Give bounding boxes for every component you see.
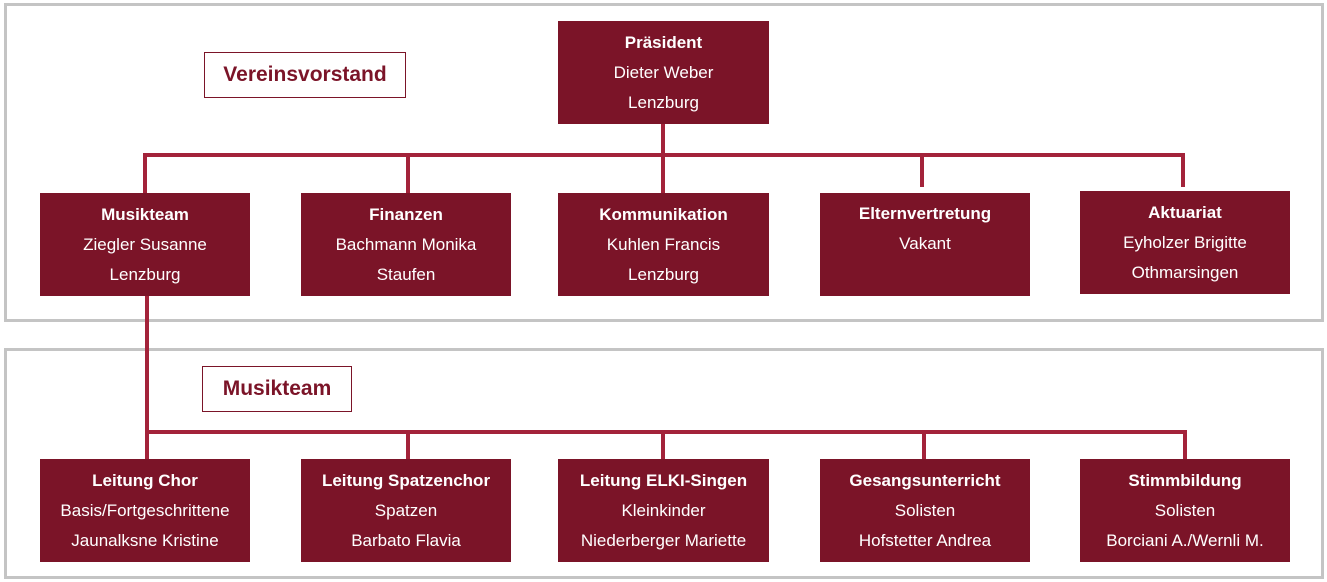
box-title: Musikteam (101, 204, 189, 224)
box-line: Ziegler Susanne (83, 234, 207, 254)
box-line: Vakant (899, 234, 951, 253)
connector-team-drop-2 (406, 430, 410, 459)
label-musikteam: Musikteam (202, 366, 352, 412)
box-line: Solisten (1154, 500, 1216, 520)
box-board-aktuariat: Aktuariat Eyholzer Brigitte Othmarsingen (1080, 191, 1290, 294)
box-line: Kuhlen Francis (606, 234, 721, 254)
box-board-musikteam: Musikteam Ziegler Susanne Lenzburg (40, 193, 250, 296)
connector-president-down (661, 123, 665, 193)
connector-team-drop-5 (1183, 430, 1187, 459)
connector-musikteam-down (145, 296, 149, 459)
box-team-leitung-chor: Leitung Chor Basis/Fortgeschrittene Jaun… (40, 459, 250, 562)
box-line: Jaunalksne Kristine (71, 530, 219, 550)
connector-board-drop-2 (406, 153, 410, 193)
box-title: Stimmbildung (1128, 470, 1242, 490)
box-line: Lenzburg (628, 264, 699, 284)
box-team-leitung-spatzenchor: Leitung Spatzenchor Spatzen Barbato Flav… (301, 459, 511, 562)
box-title: Leitung Spatzenchor (321, 470, 491, 490)
box-title: Aktuariat (1148, 202, 1222, 222)
box-line: Niederberger Mariette (580, 530, 747, 550)
box-line: Eyholzer Brigitte (1123, 232, 1247, 252)
box-title: Gesangsunterricht (849, 470, 1001, 490)
box-line: Barbato Flavia (351, 530, 461, 550)
box-board-finanzen: Finanzen Bachmann Monika Staufen (301, 193, 511, 296)
connector-team-drop-4 (922, 430, 926, 459)
box-title: Leitung ELKI-Singen (579, 470, 748, 490)
connector-board-horizontal (143, 153, 1185, 157)
label-vereinsvorstand: Vereinsvorstand (204, 52, 406, 98)
box-board-elternvertretung: Elternvertretung Vakant (820, 193, 1030, 296)
box-line: Kleinkinder (621, 500, 706, 520)
box-line: Basis/Fortgeschrittene (60, 500, 230, 520)
connector-board-drop-5 (1181, 153, 1185, 187)
box-team-leitung-elki-singen: Leitung ELKI-Singen Kleinkinder Niederbe… (558, 459, 769, 562)
box-line: Lenzburg (109, 264, 181, 284)
box-title: Kommunikation (599, 204, 728, 224)
box-president: Präsident Dieter Weber Lenzburg (558, 21, 769, 124)
box-title: Leitung Chor (92, 470, 198, 490)
box-line: Bachmann Monika (335, 234, 477, 254)
box-title: Elternvertretung (858, 204, 992, 223)
connector-team-horizontal (145, 430, 1187, 434)
box-title: Finanzen (369, 204, 443, 224)
box-line: Othmarsingen (1131, 262, 1239, 282)
connector-team-drop-3 (661, 430, 665, 459)
box-line: Staufen (376, 264, 436, 284)
box-team-stimmbildung: Stimmbildung Solisten Borciani A./Wernli… (1080, 459, 1290, 562)
box-line: Borciani A./Wernli M. (1106, 530, 1264, 550)
box-board-kommunikation: Kommunikation Kuhlen Francis Lenzburg (558, 193, 769, 296)
box-line: Hofstetter Andrea (858, 530, 992, 550)
connector-board-drop-1 (143, 153, 147, 193)
box-line: Spatzen (374, 500, 438, 520)
connector-board-drop-4 (920, 153, 924, 187)
box-line: Solisten (894, 500, 956, 520)
box-team-gesangsunterricht: Gesangsunterricht Solisten Hofstetter An… (820, 459, 1030, 562)
box-title: Präsident (624, 32, 703, 52)
box-line: Dieter Weber (613, 62, 714, 82)
box-line: Lenzburg (628, 92, 699, 112)
